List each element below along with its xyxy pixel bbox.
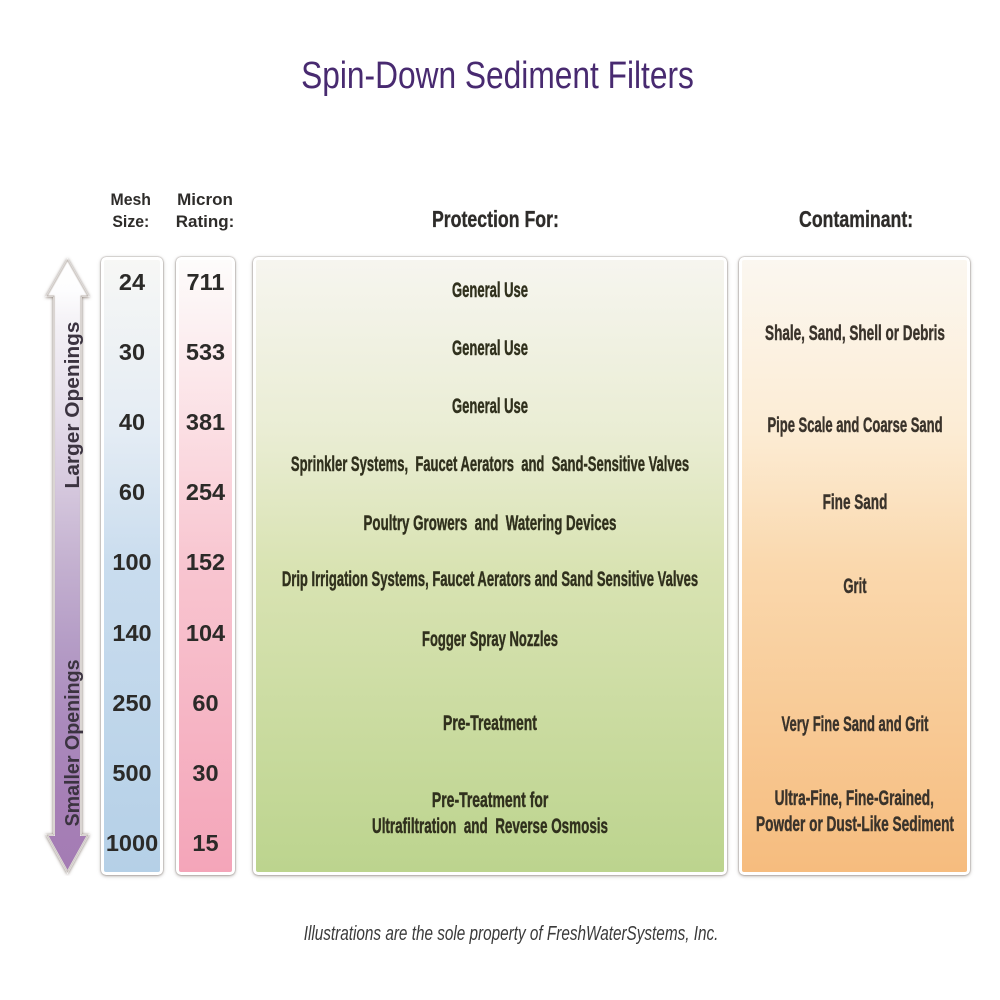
svg-text:Smaller Openings: Smaller Openings bbox=[62, 660, 84, 827]
svg-text:Larger Openings: Larger Openings bbox=[62, 322, 84, 489]
